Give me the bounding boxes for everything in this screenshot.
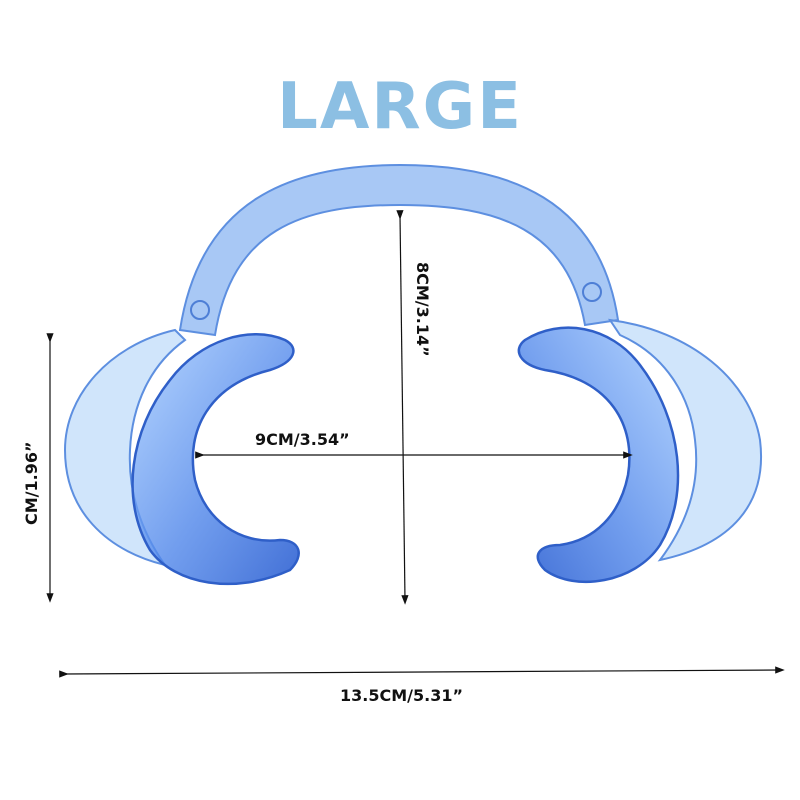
arch-handle bbox=[178, 163, 620, 337]
cheek-height-label: CM/1.96” bbox=[22, 441, 41, 526]
arch-height-label: 8CM/3.14” bbox=[413, 262, 432, 357]
arch-hole-left bbox=[190, 300, 210, 320]
size-title: LARGE bbox=[277, 70, 523, 144]
arch-height-line bbox=[396, 210, 409, 605]
left-lip-holder bbox=[131, 333, 300, 586]
total-width-label: 13.5CM/5.31” bbox=[340, 686, 463, 705]
arch-hole-right bbox=[582, 282, 602, 302]
total-width-line bbox=[59, 666, 785, 678]
right-lip-holder bbox=[517, 326, 680, 583]
right-cheek-flange bbox=[607, 318, 763, 562]
left-cheek-flange bbox=[63, 328, 187, 567]
inner-width-label: 9CM/3.54” bbox=[255, 430, 350, 449]
